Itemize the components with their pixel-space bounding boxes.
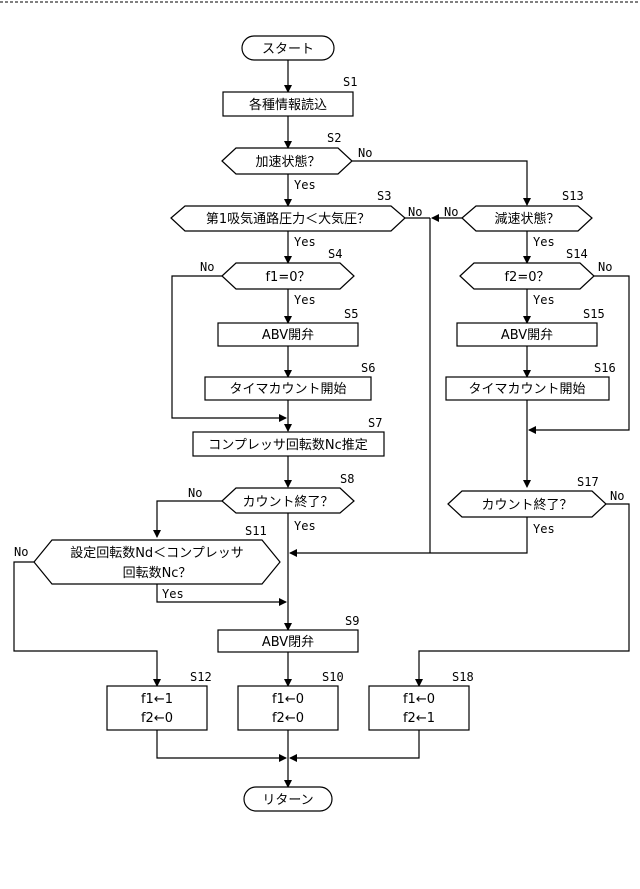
- s9-text: ABV閉弁: [262, 635, 314, 650]
- s10-text-line1: f1←0: [272, 692, 304, 707]
- s13-decision: [461, 205, 593, 232]
- s11-yes: Yes: [162, 587, 184, 601]
- s4-text: f1=0？: [265, 270, 310, 285]
- s4-decision: [221, 262, 355, 290]
- s4-label: S4: [328, 247, 342, 261]
- s16-label: S16: [594, 361, 616, 375]
- start-terminal: [241, 35, 335, 61]
- s9-box: [217, 629, 359, 653]
- s10-label: S10: [322, 670, 344, 684]
- s8-decision: [221, 487, 355, 514]
- s17-text: カウント終了？: [481, 497, 572, 513]
- s8-no: No: [188, 486, 202, 500]
- s2-no: No: [358, 146, 372, 160]
- s12-text-line2: f2←0: [141, 711, 173, 726]
- s2-yes: Yes: [294, 178, 316, 192]
- s15-label: S15: [583, 307, 605, 321]
- s17-label: S17: [577, 475, 599, 489]
- s5-label: S5: [344, 307, 358, 321]
- s18-label: S18: [452, 670, 474, 684]
- end-text: リターン: [262, 793, 313, 808]
- s13-no: No: [444, 205, 458, 219]
- s17-yes: Yes: [533, 522, 555, 536]
- s11-text-line1: 設定回転数Nd＜コンプレッサ: [70, 545, 244, 561]
- s14-yes: Yes: [533, 293, 555, 307]
- s2-text: 加速状態？: [255, 154, 320, 170]
- s10-text-line2: f2←0: [272, 711, 304, 726]
- s12-text-line1: f1←1: [141, 692, 173, 707]
- s17-no: No: [610, 489, 624, 503]
- end-terminal: [243, 786, 333, 812]
- s3-label: S3: [377, 189, 391, 203]
- s6-box: [204, 376, 372, 401]
- s17-decision: [447, 490, 607, 518]
- s16-text: タイマカウント開始: [468, 382, 585, 397]
- s5-box: [217, 322, 359, 347]
- s4-no: No: [200, 260, 214, 274]
- s15-text: ABV開弁: [501, 328, 553, 343]
- s11-decision: [33, 539, 281, 585]
- s11-text-line2: 回転数Nc？: [123, 566, 192, 581]
- s13-text: 減速状態？: [494, 211, 559, 227]
- s12-box: [106, 685, 208, 731]
- s1-text: 各種情報読込: [249, 97, 327, 113]
- start-text: スタート: [262, 42, 314, 57]
- s3-no: No: [408, 205, 422, 219]
- s18-text-line2: f2←1: [403, 711, 435, 726]
- s9-label: S9: [345, 614, 359, 628]
- s12-label: S12: [190, 670, 212, 684]
- connectors: [13, 60, 630, 788]
- s1-box: [222, 91, 354, 117]
- s14-decision: [459, 262, 595, 290]
- s8-text: カウント終了？: [242, 494, 333, 510]
- s1-label: S1: [343, 75, 357, 89]
- s10-box: [237, 685, 339, 731]
- s8-yes: Yes: [294, 519, 316, 533]
- s11-no: No: [14, 545, 28, 559]
- s3-yes: Yes: [294, 235, 316, 249]
- s13-yes: Yes: [533, 235, 555, 249]
- s8-label: S8: [340, 472, 354, 486]
- s2-label: S2: [327, 131, 341, 145]
- s7-box: [192, 431, 385, 457]
- s14-no: No: [598, 260, 612, 274]
- s11-label: S11: [245, 524, 267, 538]
- s3-decision: [170, 205, 406, 232]
- s5-text: ABV開弁: [262, 328, 314, 343]
- s6-label: S6: [361, 361, 375, 375]
- s6-text: タイマカウント開始: [229, 382, 346, 397]
- s7-text: コンプレッサ回転数Nc推定: [208, 438, 367, 453]
- s14-text: f2=0？: [504, 270, 549, 285]
- s14-label: S14: [566, 247, 588, 261]
- s15-box: [456, 322, 598, 347]
- s4-yes: Yes: [294, 293, 316, 307]
- s3-text: 第1吸気通路圧力＜大気圧？: [206, 211, 370, 227]
- s16-box: [445, 376, 610, 401]
- s2-decision: [221, 147, 353, 175]
- s13-label: S13: [562, 189, 584, 203]
- s7-label: S7: [368, 416, 382, 430]
- s18-text-line1: f1←0: [403, 692, 435, 707]
- s18-box: [368, 685, 470, 731]
